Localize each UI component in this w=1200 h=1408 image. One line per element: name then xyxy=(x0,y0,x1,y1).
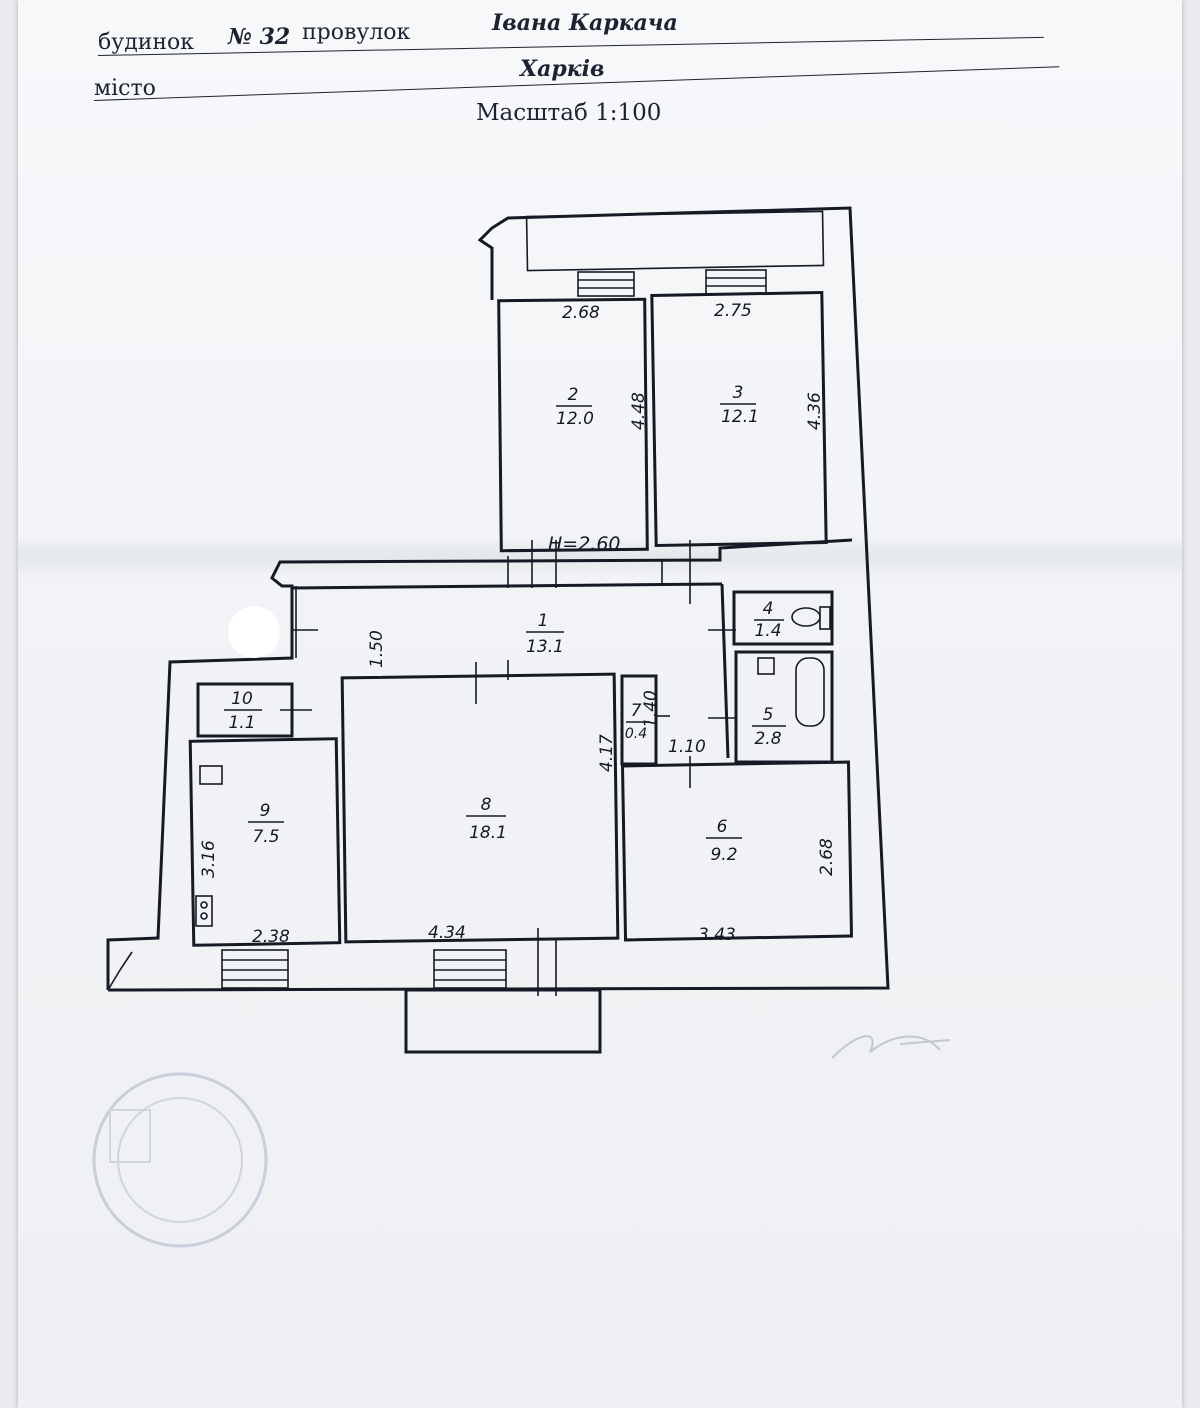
dim-room8-length: 4.17 xyxy=(597,734,617,772)
house-number: № 32 xyxy=(228,24,291,50)
room-5-outline xyxy=(734,650,834,764)
dim-room3-width: 2.75 xyxy=(714,301,752,321)
street-name: Івана Каркача xyxy=(492,10,678,36)
room-4-outline xyxy=(732,590,834,646)
dim-room6-length: 2.68 xyxy=(817,838,837,876)
document-sheet: будинок № 32 провулок Івана Каркача міст… xyxy=(18,0,1182,1408)
room-9-number: 9 xyxy=(260,801,271,821)
door-marks xyxy=(280,540,736,788)
room-2-outline xyxy=(497,297,649,553)
corridor-inner-right xyxy=(720,583,730,759)
room-6-outline xyxy=(620,760,854,942)
city-name: Харків xyxy=(520,56,605,82)
room-3-outline xyxy=(650,291,828,547)
balcony-top xyxy=(525,210,825,272)
dim-hall-width: 1.50 xyxy=(367,630,387,668)
ceiling-height: Н=2.60 xyxy=(548,533,621,555)
toilet-icon xyxy=(791,606,831,630)
room-8-number: 8 xyxy=(481,795,492,815)
room-5-number: 5 xyxy=(763,705,774,725)
white-sticker xyxy=(228,606,280,658)
room-9-area: 7.5 xyxy=(252,827,279,847)
corridor-outer-wall xyxy=(106,538,853,990)
room-8-area: 18.1 xyxy=(469,823,507,843)
city-label: місто xyxy=(94,76,156,101)
official-stamp xyxy=(92,1072,268,1248)
dim-room2-width: 2.68 xyxy=(562,303,600,323)
room-10-area: 1.1 xyxy=(228,713,255,733)
room-1-area: 13.1 xyxy=(526,637,564,657)
dim-room3-length: 4.36 xyxy=(805,392,825,430)
bathtub-icon xyxy=(757,657,825,727)
dim-room7-length: 1.40 xyxy=(641,690,661,728)
room-6-number: 6 xyxy=(717,817,728,837)
dim-room9-length: 3.16 xyxy=(199,840,219,878)
room-3-number: 3 xyxy=(733,383,744,403)
room-9-outline xyxy=(188,737,342,947)
house-label: будинок xyxy=(98,30,195,55)
street-type-label: провулок xyxy=(302,20,411,45)
stove-icon xyxy=(195,895,213,927)
room-7-area: 0.4 xyxy=(625,726,647,742)
room-4-area: 1.4 xyxy=(754,621,781,641)
dim-room9-width: 2.38 xyxy=(252,927,290,947)
room-1-number: 1 xyxy=(538,611,549,631)
scale-label: Масштаб 1:100 xyxy=(476,100,662,126)
bottom-windows xyxy=(107,928,557,996)
room-10-number: 10 xyxy=(231,689,253,709)
room-2-area: 12.0 xyxy=(556,409,594,429)
room-8-outline xyxy=(340,672,620,944)
room-3-area: 12.1 xyxy=(721,407,759,427)
balcony-bottom xyxy=(404,988,602,1054)
room-7-number: 7 xyxy=(631,701,642,721)
room-7-outline xyxy=(620,674,658,766)
outer-wall xyxy=(107,206,890,992)
dim-room8-width: 4.34 xyxy=(428,923,466,943)
room-2-number: 2 xyxy=(568,385,579,405)
room-6-area: 9.2 xyxy=(710,845,737,865)
top-windows xyxy=(577,269,767,297)
room-4-number: 4 xyxy=(763,599,774,619)
room-5-area: 2.8 xyxy=(754,729,781,749)
dim-room7-width: 1.10 xyxy=(668,737,706,757)
signature xyxy=(831,1035,951,1059)
dim-room2-length: 4.48 xyxy=(629,392,649,430)
dim-room6-width: 3.43 xyxy=(698,925,736,945)
sink-icon xyxy=(199,765,223,785)
corridor-inner-top xyxy=(291,582,723,590)
